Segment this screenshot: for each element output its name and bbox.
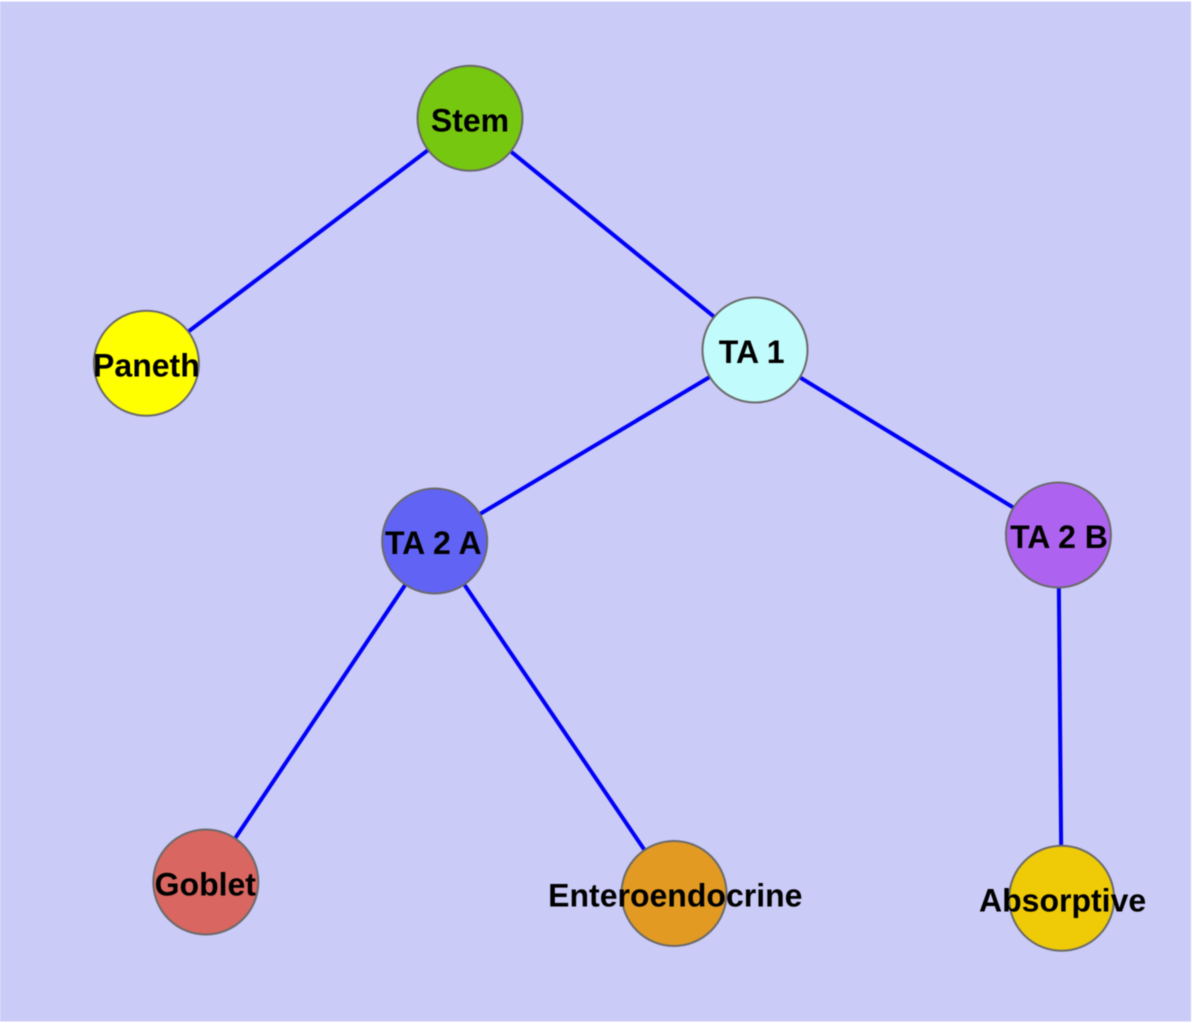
svg-text:Stem: Stem (431, 102, 509, 138)
svg-text:TA 2 B: TA 2 B (1010, 519, 1108, 555)
svg-text:Paneth: Paneth (93, 347, 200, 383)
svg-text:TA 1: TA 1 (719, 334, 785, 370)
svg-text:Enteroendocrine: Enteroendocrine (548, 878, 802, 914)
svg-text:TA 2 A: TA 2 A (385, 525, 482, 561)
svg-text:Goblet: Goblet (155, 867, 257, 903)
svg-text:Absorptive: Absorptive (979, 882, 1146, 918)
